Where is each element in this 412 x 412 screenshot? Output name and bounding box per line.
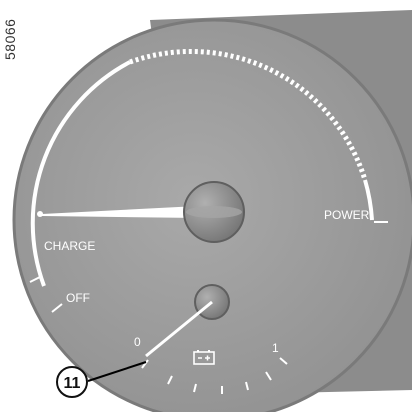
off-label: OFF (66, 291, 90, 305)
battery-min-label: 0 (134, 335, 141, 349)
power-label: POWER (324, 208, 370, 222)
callout-number: 11 (64, 375, 81, 392)
power-hub-band (186, 206, 242, 218)
battery-max-label: 1 (272, 341, 279, 355)
charge-label: CHARGE (44, 239, 95, 253)
pointer-tip (37, 211, 43, 217)
